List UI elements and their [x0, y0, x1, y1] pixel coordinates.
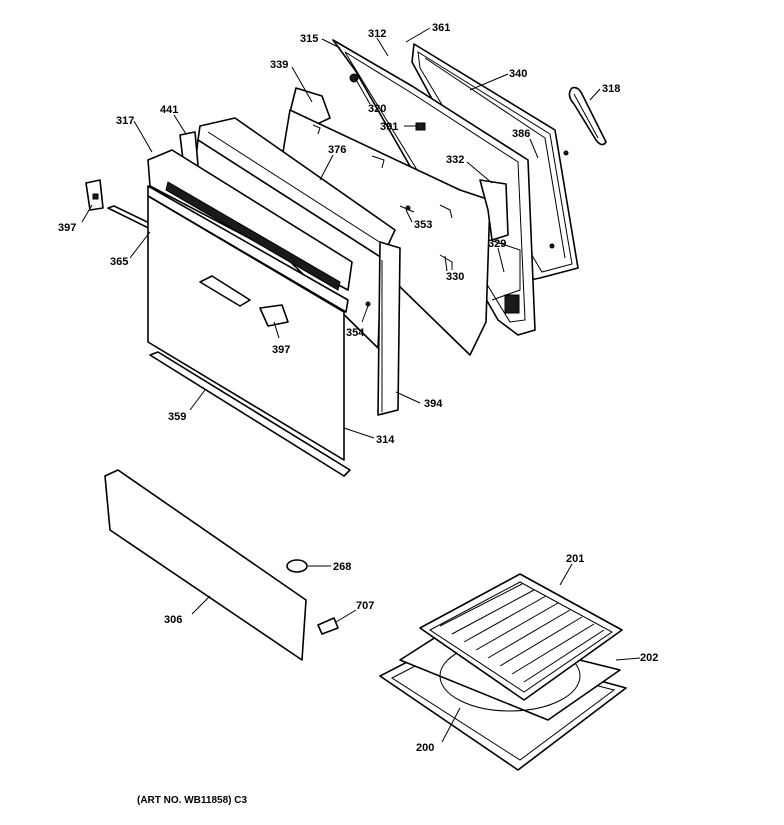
clip-397-center	[259, 304, 289, 327]
clip-268	[286, 559, 308, 573]
label-394: 394	[424, 398, 443, 410]
door-glass-314	[147, 195, 345, 461]
art-number: (ART NO. WB11858) C3	[137, 795, 247, 806]
label-391: 391	[380, 121, 398, 133]
drawer-front-306	[104, 469, 307, 661]
clip-397-left	[85, 179, 104, 211]
label-317: 317	[116, 115, 134, 127]
screw-354	[365, 301, 371, 307]
label-314: 314	[376, 434, 395, 446]
screw-353	[399, 205, 415, 213]
label-329: 329	[488, 238, 506, 250]
label-386: 386	[512, 128, 530, 140]
label-201: 201	[566, 553, 584, 565]
leader-lines	[81, 27, 641, 743]
broiler-grid-201	[419, 573, 623, 701]
fastener-707	[317, 617, 339, 635]
label-330: 330	[446, 271, 464, 283]
label-397-center: 397	[272, 344, 290, 356]
label-312: 312	[368, 28, 386, 40]
label-315: 315	[300, 33, 318, 45]
callout-labels: 315 312 361 340 318 339 320 391 386 441 …	[58, 22, 658, 754]
label-361: 361	[432, 22, 450, 34]
label-397-left: 397	[58, 222, 76, 234]
label-340: 340	[509, 68, 527, 80]
bottom-trim-359	[149, 351, 351, 477]
label-318: 318	[602, 83, 620, 95]
label-354: 354	[346, 327, 365, 339]
label-339: 339	[270, 59, 288, 71]
label-268: 268	[333, 561, 351, 573]
label-200: 200	[416, 742, 434, 754]
label-320: 320	[368, 103, 386, 115]
door-front-panel	[147, 149, 353, 313]
label-202: 202	[640, 652, 658, 664]
label-365: 365	[110, 256, 128, 268]
door-hinge	[479, 179, 509, 241]
label-359: 359	[168, 411, 186, 423]
label-441: 441	[160, 104, 178, 116]
label-707: 707	[356, 600, 374, 612]
label-332: 332	[446, 154, 464, 166]
door-handle	[568, 86, 607, 146]
label-306: 306	[164, 614, 182, 626]
label-353: 353	[414, 219, 432, 231]
label-376: 376	[328, 144, 346, 156]
